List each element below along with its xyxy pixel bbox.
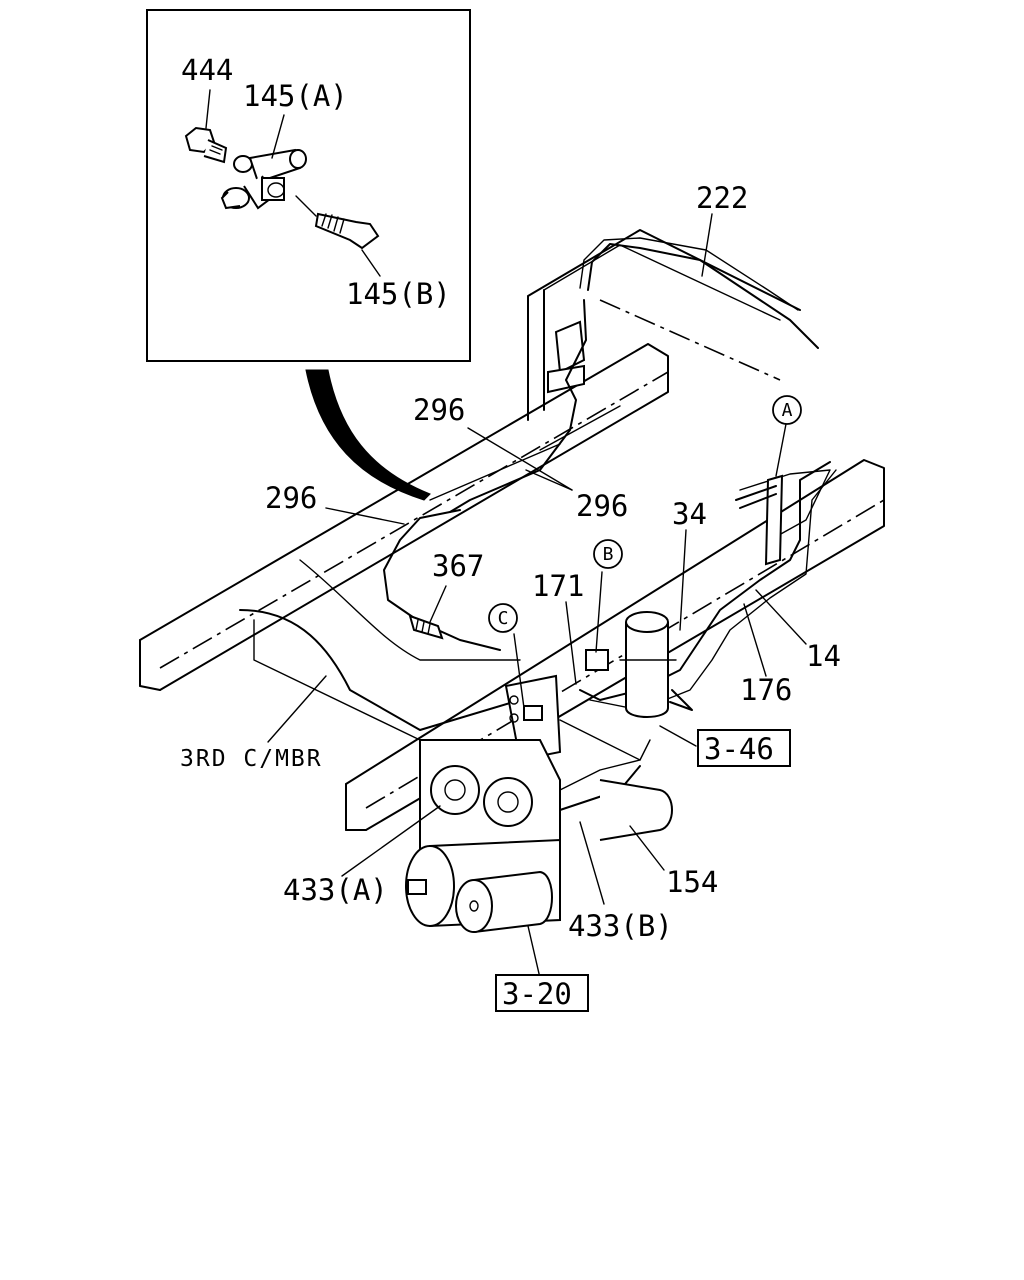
circle-marker-a-label: A (782, 400, 793, 421)
callout-296-top: 296 (413, 393, 465, 427)
bolt-444-drawing (184, 89, 228, 164)
callout-296-left: 296 (265, 481, 317, 515)
frame-rail (139, 343, 885, 831)
callout-171: 171 (532, 569, 584, 603)
cab-rear-structure (527, 229, 801, 421)
callout-296-right: 296 (576, 489, 628, 523)
callout-154: 154 (666, 865, 718, 899)
detail-pointer-arrow (305, 369, 431, 501)
elbow-fitting-145b-drawing (295, 195, 381, 277)
ref-box-3-20[interactable]: 3-20 (495, 974, 589, 1012)
ref-box-3-46[interactable]: 3-46 (697, 729, 791, 767)
callout-third-crossmember: 3RD C/MBR (180, 746, 323, 772)
callout-433b: 433(B) (568, 909, 673, 943)
tee-fitting-145a-drawing (220, 114, 307, 210)
callout-433a: 433(A) (283, 873, 388, 907)
callout-14: 14 (806, 639, 841, 673)
circle-marker-b-label: B (603, 544, 614, 565)
callout-145b: 145(B) (346, 277, 451, 311)
callout-367: 367 (432, 549, 484, 583)
circle-marker-c: C (488, 603, 518, 633)
leader-lines (267, 213, 807, 979)
air-dryer-drawing (585, 611, 693, 718)
ref-box-3-20-label: 3-20 (502, 977, 572, 1011)
callout-222: 222 (696, 181, 748, 215)
ref-box-3-46-label: 3-46 (704, 732, 774, 766)
callout-34: 34 (672, 497, 707, 531)
bracket-a (735, 474, 784, 566)
circle-marker-a: A (772, 395, 802, 425)
valve-367-drawing (408, 614, 444, 640)
circle-marker-b: B (593, 539, 623, 569)
detail-inset (146, 9, 471, 362)
third-crossmember (239, 559, 521, 741)
callout-145a: 145(A) (243, 79, 348, 113)
circle-marker-c-label: C (498, 608, 509, 629)
callout-labels: 444 145(A) 145(B) 222 296 296 296 367 17… (180, 53, 841, 943)
callout-176: 176 (740, 673, 792, 707)
callout-444: 444 (181, 53, 233, 87)
air-tanks (405, 739, 673, 933)
